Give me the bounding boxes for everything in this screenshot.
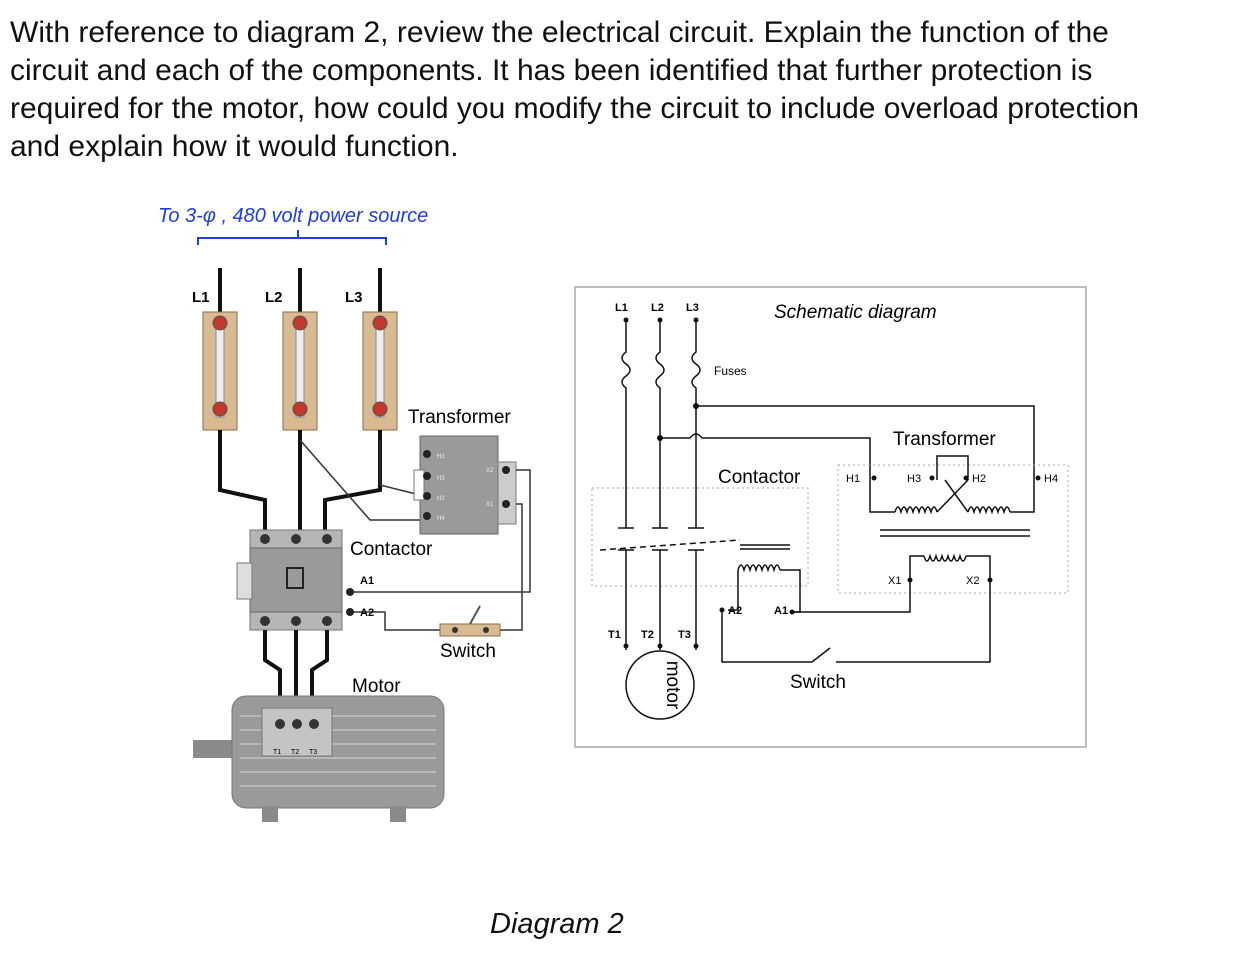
schematic-h1: H1 bbox=[846, 473, 860, 485]
pin-h2: H2 bbox=[437, 496, 445, 502]
schematic-transformer-box bbox=[837, 464, 1069, 594]
transformer-label: Transformer bbox=[408, 407, 511, 428]
contactor-device bbox=[236, 529, 354, 631]
schematic-fuses-label: Fuses bbox=[714, 364, 747, 378]
schematic-t1: T1 bbox=[608, 629, 621, 641]
schematic-x1: X1 bbox=[888, 575, 901, 587]
fuse-to-contactor-wires bbox=[218, 430, 382, 535]
schematic-l2: L2 bbox=[651, 302, 664, 314]
pin-x1: X1 bbox=[486, 502, 494, 508]
schematic-a1: A1 bbox=[774, 605, 788, 617]
power-source-bracket bbox=[197, 230, 387, 245]
motor-terminal-t1: T1 bbox=[273, 749, 281, 756]
control-wire-switch bbox=[498, 503, 523, 631]
fuse-block-1 bbox=[202, 311, 238, 431]
pin-h4: H4 bbox=[437, 516, 445, 522]
schematic-line-conductors bbox=[621, 318, 701, 528]
schematic-h4: H4 bbox=[1044, 473, 1058, 485]
line-label-l3: L3 bbox=[345, 289, 363, 306]
motor-terminal-t3: T3 bbox=[309, 749, 317, 756]
question-line: With reference to diagram 2, review the … bbox=[10, 16, 1109, 49]
power-source-label: To 3-φ , 480 volt power source bbox=[158, 205, 428, 227]
schematic-contactor-label: Contactor bbox=[718, 467, 801, 488]
schematic-t2: T2 bbox=[641, 629, 654, 641]
switch-device bbox=[439, 605, 501, 637]
schematic-transformer-label: Transformer bbox=[893, 429, 996, 450]
question-text: With reference to diagram 2, review the … bbox=[10, 14, 1240, 166]
schematic-a2: A2 bbox=[728, 605, 742, 617]
contactor-label: Contactor bbox=[350, 539, 433, 560]
schematic-motor-symbol bbox=[625, 650, 695, 720]
fuse-block-3 bbox=[362, 311, 398, 431]
transformer-feed-wires bbox=[299, 439, 421, 521]
schematic-t3: T3 bbox=[678, 629, 691, 641]
schematic-control-wiring bbox=[721, 580, 991, 663]
question-line: required for the motor, how could you mo… bbox=[10, 92, 1139, 125]
schematic-l3: L3 bbox=[686, 302, 699, 314]
schematic-diagram: Schematic diagram L1 L2 L3 Fuses Contact… bbox=[574, 286, 1087, 748]
fuse-block-2 bbox=[282, 311, 318, 431]
switch-label: Switch bbox=[440, 641, 496, 662]
schematic-l1: L1 bbox=[615, 302, 628, 314]
control-wire-a2 bbox=[350, 611, 440, 631]
schematic-title: Schematic diagram bbox=[774, 302, 937, 323]
schematic-x2: X2 bbox=[966, 575, 979, 587]
line-label-l2: L2 bbox=[265, 289, 283, 306]
line-label-l1: L1 bbox=[192, 289, 210, 306]
diagram-caption: Diagram 2 bbox=[490, 908, 624, 940]
pin-x2: X2 bbox=[486, 468, 494, 474]
schematic-transformer-windings bbox=[880, 455, 1030, 578]
pin-h3: H3 bbox=[437, 476, 445, 482]
contactor-a2-label: A2 bbox=[360, 607, 374, 619]
schematic-motor-label: motor bbox=[662, 661, 683, 710]
question-line: and explain how it would function. bbox=[10, 130, 459, 163]
schematic-switch-label: Switch bbox=[790, 672, 846, 693]
contactor-a1-label: A1 bbox=[360, 575, 374, 587]
control-wire-a1 bbox=[350, 469, 531, 593]
question-line: circuit and each of the components. It h… bbox=[10, 54, 1093, 87]
motor-terminal-t2: T2 bbox=[291, 749, 299, 756]
control-transformer bbox=[413, 435, 517, 535]
pin-h1: H1 bbox=[437, 454, 445, 460]
schematic-h3: H3 bbox=[907, 473, 921, 485]
incoming-wires bbox=[218, 268, 382, 314]
motor-device bbox=[193, 695, 445, 822]
schematic-load-conductors bbox=[625, 550, 697, 650]
schematic-h2: H2 bbox=[972, 473, 986, 485]
schematic-switch-symbol bbox=[811, 647, 831, 663]
schematic-primary-feed bbox=[660, 405, 1035, 513]
pictorial-diagram: To 3-φ , 480 volt power source L1 L2 L3 … bbox=[158, 205, 531, 822]
schematic-contactor-box bbox=[591, 487, 809, 587]
motor-label: Motor bbox=[352, 676, 401, 697]
